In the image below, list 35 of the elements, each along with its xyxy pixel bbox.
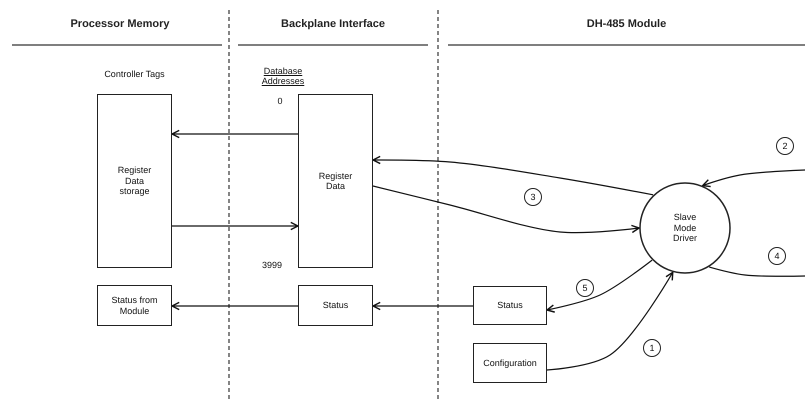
column-caption: Database Addresses	[260, 66, 306, 86]
callout-number: 1	[643, 339, 661, 357]
process-box	[97, 285, 172, 326]
driver-circle	[639, 182, 731, 274]
column-heading: Processor Memory	[69, 18, 171, 30]
process-box	[473, 286, 547, 325]
arrow	[171, 302, 298, 310]
node-label: Register Data	[318, 170, 354, 192]
callout-number: 2	[776, 137, 794, 155]
arrow	[546, 260, 652, 313]
node-label: Status	[322, 300, 348, 311]
node-label: Status from Module	[110, 295, 158, 316]
column-heading: Backplane Interface	[280, 18, 386, 30]
address-label: 3999	[260, 260, 284, 270]
node-caption: Controller Tags	[103, 69, 166, 79]
node-label: Register Data storage	[116, 165, 152, 197]
arrow	[172, 222, 299, 230]
process-box	[298, 94, 373, 268]
callout-number: 5	[576, 279, 594, 297]
process-box	[473, 343, 547, 383]
column-heading: DH-485 Module	[586, 18, 668, 30]
callout-number: 3	[524, 188, 542, 206]
node-label: Slave Mode Driver	[672, 212, 698, 244]
arrow	[546, 272, 674, 371]
arrow	[372, 185, 640, 234]
address-label: 0	[276, 96, 284, 106]
arrow	[372, 302, 473, 310]
arrow	[702, 169, 805, 188]
node-label: Status	[497, 300, 523, 311]
arrow	[171, 130, 298, 138]
process-box	[97, 94, 172, 268]
arrow	[372, 156, 654, 196]
node-label: Configuration	[483, 358, 537, 368]
callout-number: 4	[768, 247, 786, 265]
process-box	[298, 285, 373, 326]
